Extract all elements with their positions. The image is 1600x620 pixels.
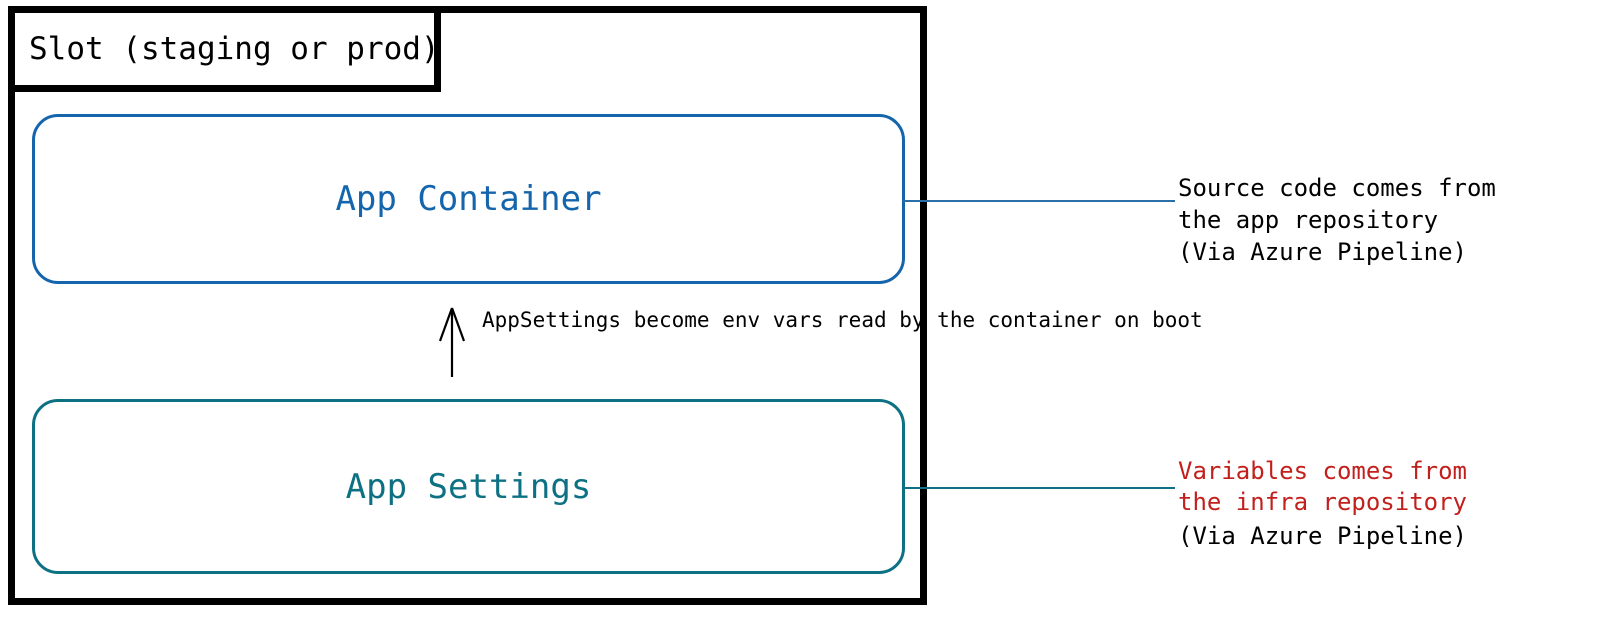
slot-title-box: Slot (staging or prod) bbox=[8, 6, 441, 92]
slot-title-label: Slot (staging or prod) bbox=[29, 30, 440, 67]
annotation-app-container-line2: the app repository bbox=[1178, 206, 1439, 234]
app-container-label: App Container bbox=[335, 179, 602, 219]
appsettings-env-note-line2: read by the container on boot bbox=[836, 308, 1203, 332]
annotation-app-container-line1: Source code comes from bbox=[1178, 174, 1496, 202]
annotation-app-settings-line1: Variables comes from bbox=[1178, 457, 1467, 485]
slot-frame bbox=[8, 6, 927, 605]
annotation-app-container: Source code comes from the app repositor… bbox=[1178, 172, 1496, 268]
annotation-app-settings-line3: (Via Azure Pipeline) bbox=[1178, 522, 1467, 550]
app-settings-box: App Settings bbox=[32, 399, 905, 574]
annotation-app-container-line3: (Via Azure Pipeline) bbox=[1178, 238, 1467, 266]
connector-line-app-container bbox=[903, 200, 1175, 202]
app-settings-label: App Settings bbox=[345, 466, 592, 507]
connector-line-app-settings bbox=[903, 487, 1175, 489]
annotation-app-settings-line2: the infra repository bbox=[1178, 488, 1467, 516]
app-container-box: App Container bbox=[32, 114, 905, 284]
up-arrow-icon bbox=[437, 305, 467, 377]
annotation-app-settings: Variables comes from the infra repositor… bbox=[1178, 456, 1467, 554]
appsettings-env-note-line1: AppSettings become env vars bbox=[482, 308, 824, 332]
appsettings-env-note: AppSettings become env vars read by the … bbox=[482, 308, 1203, 333]
